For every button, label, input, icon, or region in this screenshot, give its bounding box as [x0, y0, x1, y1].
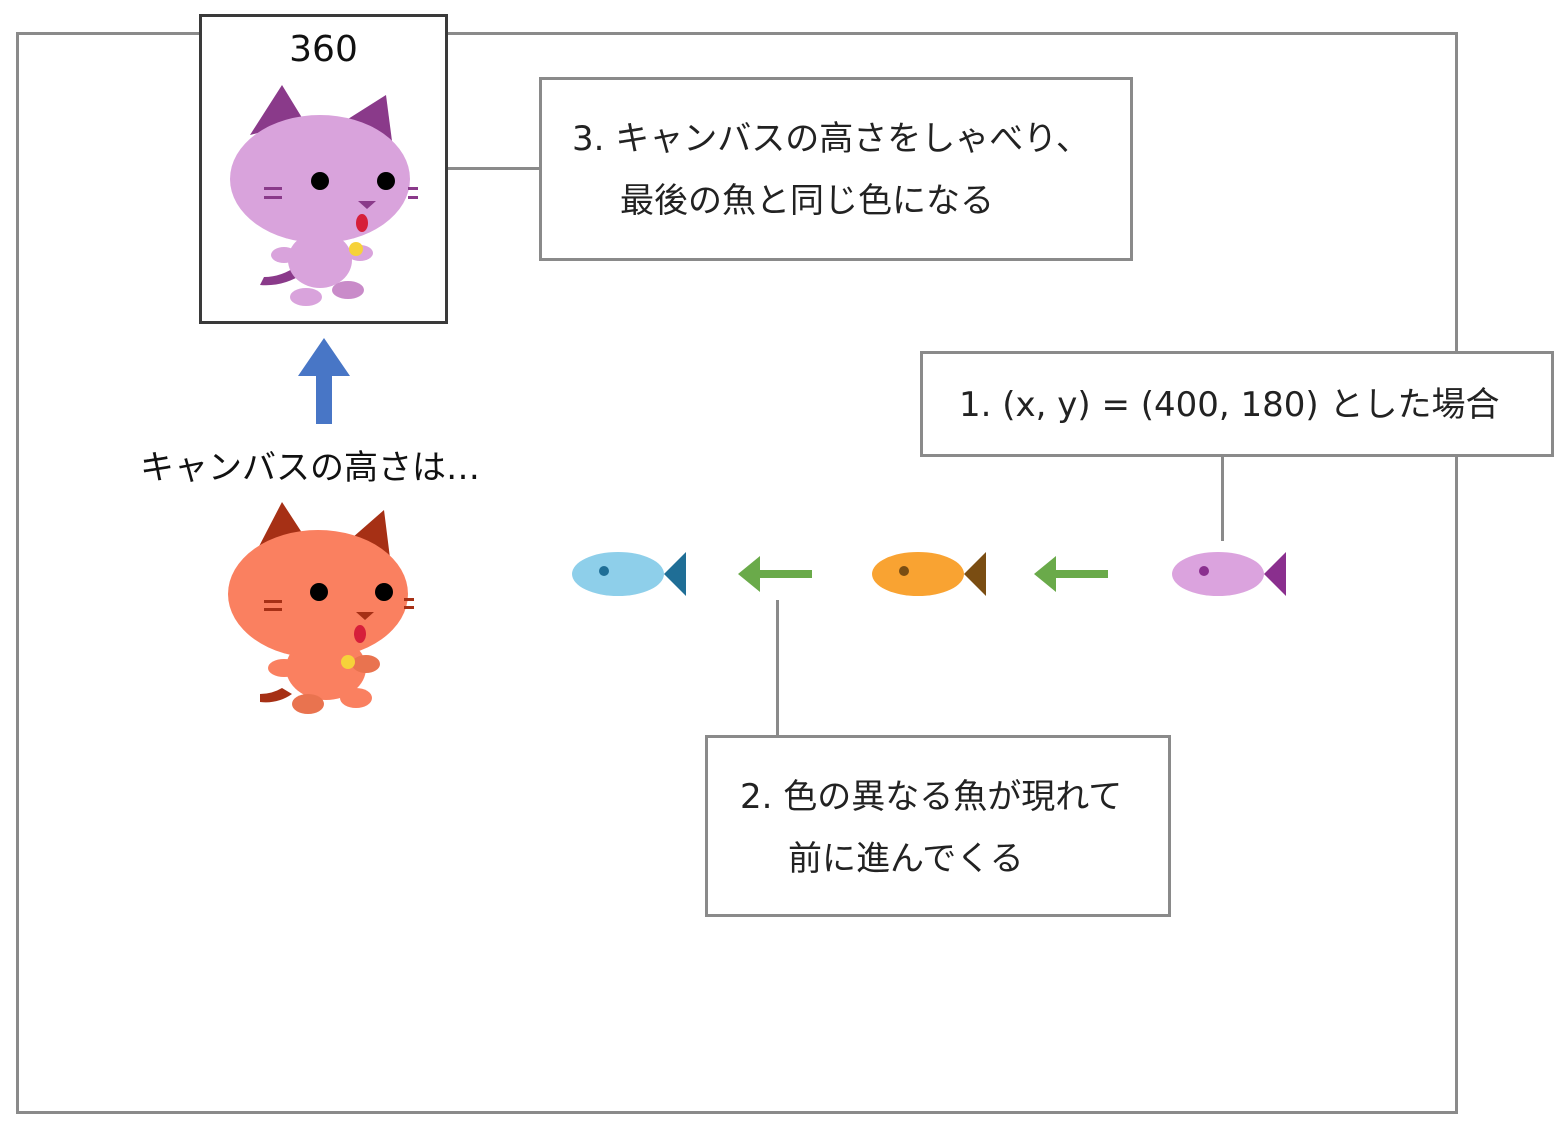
left-arrow-icon	[738, 556, 812, 592]
callout-step1: 1. (x, y) = (400, 180) とした場合	[920, 351, 1554, 457]
callout-step3: 3. キャンバスの高さをしゃべり、 最後の魚と同じ色になる	[539, 77, 1133, 261]
cat-speech-text: キャンバスの高さは…	[140, 448, 480, 488]
left-arrow-icon	[1034, 556, 1108, 592]
callout-step3-line2: 最後の魚と同じ色になる	[620, 181, 994, 221]
callout-step3-line1: 3. キャンバスの高さをしゃべり、	[572, 119, 1090, 159]
up-arrow-icon	[298, 338, 350, 424]
connector-line-step1	[1221, 457, 1224, 541]
orange-cat-icon	[228, 502, 414, 714]
connector-line-step3	[448, 167, 540, 170]
callout-step2: 2. 色の異なる魚が現れて 前に進んでくる	[705, 735, 1171, 917]
fish-purple-icon	[1172, 552, 1286, 596]
callout-step2-line1: 2. 色の異なる魚が現れて	[740, 777, 1123, 817]
connector-line-step2	[776, 600, 779, 736]
fish-orange-icon	[872, 552, 986, 596]
cat-sprite-box: 360	[199, 14, 448, 324]
callout-step2-line2: 前に進んでくる	[788, 839, 1024, 879]
callout-step1-line1: 1. (x, y) = (400, 180) とした場合	[959, 385, 1500, 425]
canvas-height-value: 360	[289, 29, 358, 70]
fish-blue-icon	[572, 552, 686, 596]
purple-cat-icon	[230, 85, 418, 306]
